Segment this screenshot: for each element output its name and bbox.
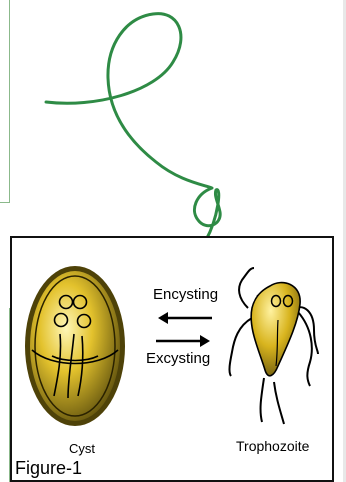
label-cyst: Cyst bbox=[69, 441, 95, 456]
cyst-illustration bbox=[25, 266, 125, 426]
label-encysting: Encysting bbox=[153, 286, 218, 303]
ink-stroke bbox=[46, 14, 220, 240]
label-excysting: Excysting bbox=[146, 350, 210, 367]
trophozoite-illustration bbox=[229, 268, 318, 424]
figure-panel: Encysting Excysting Cyst Trophozoite Fig… bbox=[10, 236, 334, 482]
figure-caption: Figure-1 bbox=[15, 458, 82, 479]
arrow-excysting bbox=[156, 335, 210, 347]
arrow-encysting bbox=[158, 312, 212, 324]
left-panel-edge-bottom bbox=[0, 308, 10, 482]
handwritten-annotation-stroke bbox=[0, 0, 346, 245]
label-trophozoite: Trophozoite bbox=[236, 438, 309, 454]
